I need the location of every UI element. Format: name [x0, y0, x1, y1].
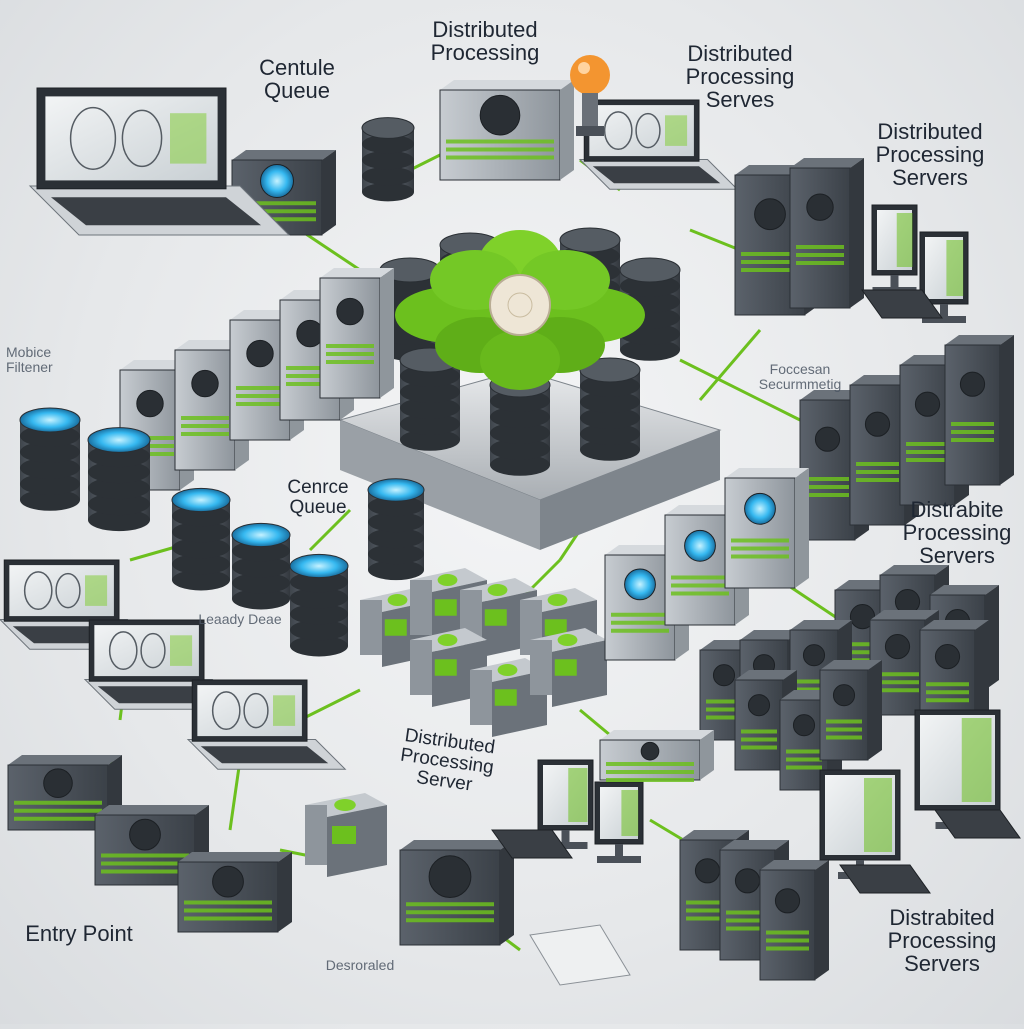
monitor-icon [919, 231, 969, 323]
monitor-icon [871, 204, 918, 294]
label-top-distributed: Distributed Processing [430, 17, 540, 66]
device-layer [0, 80, 1021, 986]
label-bottom-right-servers: Distrabited Processing Servers [887, 905, 997, 977]
server-icon [319, 268, 394, 399]
keyboard-icon [861, 289, 943, 319]
laptop-icon [28, 87, 291, 236]
monitor-icon [914, 709, 1001, 829]
datacenter-icon [439, 80, 574, 181]
server-icon [399, 840, 514, 946]
label-top-centule-queue: Centule Queue [259, 55, 335, 104]
label-entry-point: Entry Point [25, 921, 133, 946]
database-stack-icon [87, 427, 151, 532]
label-right-distributed-servers-2: Distrabite Processing Servers [902, 497, 1012, 569]
label-center-queue: Cenrce Queue [287, 477, 349, 518]
label-center-faint: Leaady Deae [198, 611, 282, 627]
server-icon [724, 468, 809, 589]
server-icon [759, 860, 829, 981]
database-stack-icon [171, 487, 231, 591]
monitor-icon [537, 759, 594, 849]
server-icon [789, 158, 864, 309]
keyboard-icon [934, 809, 1021, 839]
database-stack-icon [579, 357, 641, 461]
database-stack-icon [231, 522, 291, 610]
label-left-faint: Mobice Filtener [6, 344, 53, 375]
server-icon [819, 660, 882, 761]
label-mid-faint: Foccesan Securmmetig [758, 361, 842, 392]
laptop-icon [186, 679, 347, 770]
database-stack-icon [289, 553, 349, 657]
compute-node-icon [305, 793, 387, 877]
keyboard-icon [839, 864, 931, 894]
database-stack-icon [367, 478, 425, 581]
server-icon [919, 620, 989, 726]
label-top-distributed-serves: Distributed Processing Serves [685, 41, 795, 113]
lightbulb-icon [570, 55, 610, 136]
server-icon [177, 852, 292, 933]
label-right-distributed-servers-1: Distributed Processing Servers [875, 119, 985, 191]
laptop-icon [578, 99, 739, 190]
monitor-icon [594, 781, 644, 863]
central-hub [338, 227, 722, 550]
flower-hub-icon [395, 230, 645, 390]
compute-node-icon [530, 628, 607, 707]
database-stack-icon [19, 407, 81, 511]
label-bottom-faint: Desroraled [325, 957, 395, 973]
server-icon [944, 335, 1014, 486]
keyboard-icon [491, 829, 573, 859]
document-icon [529, 924, 631, 986]
printer-icon [599, 730, 714, 782]
monitor-icon [819, 769, 901, 879]
compute-node-icon [470, 658, 547, 737]
server-icon [7, 755, 122, 831]
database-stack-icon [361, 117, 415, 202]
